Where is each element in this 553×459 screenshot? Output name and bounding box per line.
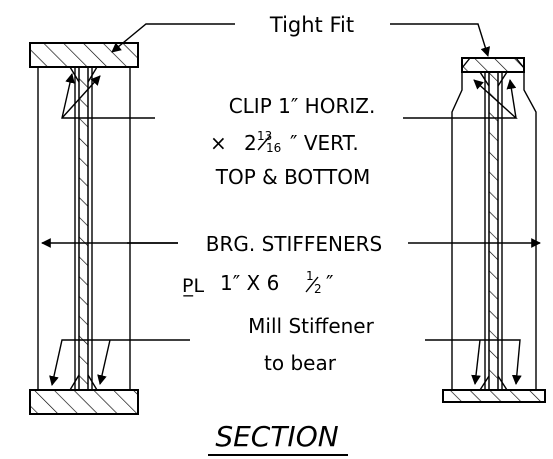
section-title: SECTION xyxy=(215,420,338,453)
left-bottom-clip xyxy=(69,374,98,391)
svg-text:1: 1 xyxy=(306,269,314,283)
left-top-flange xyxy=(29,42,139,68)
svg-text:13: 13 xyxy=(257,129,272,143)
svg-text:2: 2 xyxy=(314,282,322,296)
svg-text:16: 16 xyxy=(266,141,281,155)
clip-line-3: TOP & BOTTOM xyxy=(215,165,371,189)
mill-leaders xyxy=(49,339,522,386)
left-bottom-flange xyxy=(29,389,139,415)
right-outer-left xyxy=(451,57,471,390)
tight-fit-leaders xyxy=(111,23,491,57)
mill-stiffener-line-2: to bear xyxy=(264,351,337,375)
clip-line-1: CLIP 1″ HORIZ. xyxy=(229,94,376,118)
clip-leaders xyxy=(61,73,518,119)
right-section xyxy=(442,57,546,403)
svg-text:×: × xyxy=(210,131,227,155)
svg-text:2: 2 xyxy=(244,131,257,155)
svg-text:″ VERT.: ″ VERT. xyxy=(290,131,359,155)
mill-stiffener-line-1: Mill Stiffener xyxy=(248,314,374,338)
right-bottom-clip xyxy=(479,375,508,391)
right-bottom-flange xyxy=(442,389,546,403)
tight-fit-label: Tight Fit xyxy=(269,13,354,37)
svg-text:1″ X 6: 1″ X 6 xyxy=(220,271,279,295)
brg-stiffeners-label: BRG. STIFFENERS xyxy=(206,232,382,256)
svg-text:P̲L: P̲L xyxy=(182,275,204,297)
svg-text:″: ″ xyxy=(326,271,333,295)
clip-line-2: × 2 13 16 ″ VERT. xyxy=(210,129,359,155)
right-web xyxy=(488,71,499,391)
left-web xyxy=(78,66,89,391)
right-top-flange xyxy=(461,57,525,73)
right-top-clip xyxy=(479,71,508,87)
plate-size-label: P̲L 1″ X 6 1 2 ″ xyxy=(182,269,333,297)
left-section xyxy=(29,42,139,415)
right-outer-right xyxy=(515,57,537,390)
